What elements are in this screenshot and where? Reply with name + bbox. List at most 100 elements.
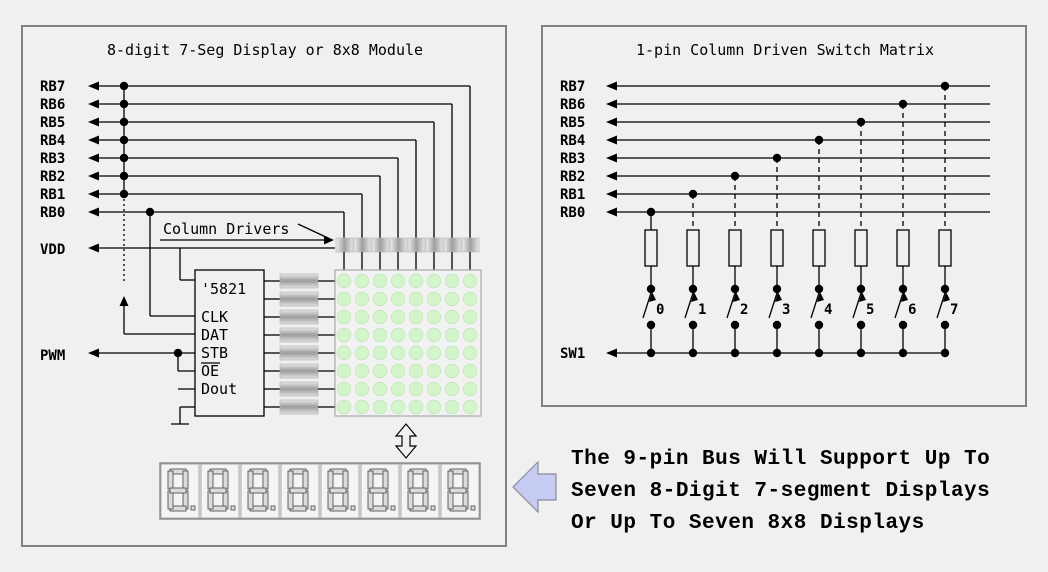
- led-r6-c6: [444, 381, 460, 397]
- resistor-4: [812, 229, 826, 267]
- led-r0-c6: [444, 273, 460, 289]
- switch-lever-7: [936, 292, 946, 319]
- switch-number-3: 3: [782, 302, 790, 318]
- digit-5-segment-1: [382, 470, 389, 490]
- led-r5-c5: [426, 363, 442, 379]
- digit-0-decimal-point: [190, 505, 196, 511]
- left-pin-label-rb0: RB0: [40, 205, 65, 221]
- resistor-2: [728, 229, 742, 267]
- led-r3-c3: [390, 327, 406, 343]
- right-pin-arrow-rb1: [606, 189, 617, 199]
- chip-pin-clk: CLK: [201, 308, 228, 326]
- led-r1-c6: [444, 291, 460, 307]
- switch-matrix-wiring: [606, 81, 990, 358]
- switch-lever-tip-6: [901, 292, 908, 302]
- resistor-3: [770, 229, 784, 267]
- led-r2-c4: [408, 309, 424, 325]
- switch-number-4: 4: [824, 302, 832, 318]
- note-line-1: The 9-pin Bus Will Support Up To: [571, 448, 990, 471]
- digit-5-decimal-point: [390, 505, 396, 511]
- digit-5-segment-4: [367, 490, 374, 510]
- right-pin-label-rb1: RB1: [560, 187, 585, 203]
- right-pin-arrow-rb4: [606, 135, 617, 145]
- right-panel-title: 1-pin Column Driven Switch Matrix: [636, 41, 934, 59]
- column-driver-block-6: [443, 237, 462, 253]
- led-r4-c4: [408, 345, 424, 361]
- switch-lever-2: [726, 292, 736, 319]
- led-r2-c5: [426, 309, 442, 325]
- led-r6-c4: [408, 381, 424, 397]
- column-drivers-pointer: [297, 223, 329, 239]
- digit-0-segment-6: [169, 487, 187, 494]
- switch-number-1: 1: [698, 302, 706, 318]
- row-driver-bar-6: [279, 381, 319, 397]
- pin-arrow-rb5: [88, 117, 99, 127]
- digit-1-decimal-point: [230, 505, 236, 511]
- led-r4-c5: [426, 345, 442, 361]
- left-pin-label-rb7: RB7: [40, 79, 65, 95]
- led-r3-c1: [354, 327, 370, 343]
- led-r3-c4: [408, 327, 424, 343]
- led-r3-c7: [462, 327, 478, 343]
- driver-chip-5821: [194, 269, 265, 417]
- led-r4-c7: [462, 345, 478, 361]
- switch-lever-tip-3: [775, 292, 782, 302]
- right-pin-label-rb6: RB6: [560, 97, 585, 113]
- led-r3-c2: [372, 327, 388, 343]
- led-r1-c2: [372, 291, 388, 307]
- switch-lever-tip-4: [817, 292, 824, 302]
- led-r4-c2: [372, 345, 388, 361]
- digit-7-decimal-point: [470, 505, 476, 511]
- switch-top-contact-2: [730, 284, 740, 294]
- resistor-1: [686, 229, 700, 267]
- digit-5-segment-6: [369, 487, 387, 494]
- digit-3-segment-5: [287, 470, 294, 490]
- digit-1-segment-6: [209, 487, 227, 494]
- left-pin-label-rb3: RB3: [40, 151, 65, 167]
- led-r0-c1: [354, 273, 370, 289]
- digit-1-segment-5: [207, 470, 214, 490]
- digit-2-segment-6: [249, 487, 267, 494]
- sw1-arrow: [606, 348, 617, 358]
- pin-arrow-rb4: [88, 135, 99, 145]
- led-r1-c5: [426, 291, 442, 307]
- led-r2-c2: [372, 309, 388, 325]
- switch-top-contact-5: [856, 284, 866, 294]
- pin-arrow-rb0: [88, 207, 99, 217]
- led-r7-c1: [354, 399, 370, 415]
- led-r2-c1: [354, 309, 370, 325]
- switch-top-contact-4: [814, 284, 824, 294]
- column-driver-block-0: [335, 237, 354, 253]
- chip-pin-dout: Dout: [201, 380, 237, 398]
- column-driver-block-4: [407, 237, 426, 253]
- digit-7-segment-6: [449, 487, 467, 494]
- led-r0-c7: [462, 273, 478, 289]
- led-r4-c1: [354, 345, 370, 361]
- led-r0-c5: [426, 273, 442, 289]
- pin-arrow-rb3: [88, 153, 99, 163]
- switch-number-7: 7: [950, 302, 958, 318]
- led-r3-c5: [426, 327, 442, 343]
- led-r6-c0: [336, 381, 352, 397]
- right-pin-label-rb2: RB2: [560, 169, 585, 185]
- led-r7-c3: [390, 399, 406, 415]
- switch-top-contact-7: [940, 284, 950, 294]
- switch-lever-6: [894, 292, 904, 319]
- digit-2-decimal-point: [270, 505, 276, 511]
- left-pin-label-rb6: RB6: [40, 97, 65, 113]
- digit-0-segment-5: [167, 470, 174, 490]
- led-r2-c3: [390, 309, 406, 325]
- resistor-5: [854, 229, 868, 267]
- switch-lever-1: [684, 292, 694, 319]
- digit-5-segment-5: [367, 470, 374, 490]
- led-r0-c0: [336, 273, 352, 289]
- led-r4-c0: [336, 345, 352, 361]
- led-r5-c6: [444, 363, 460, 379]
- right-pin-arrow-rb2: [606, 171, 617, 181]
- led-r3-c0: [336, 327, 352, 343]
- switch-number-0: 0: [656, 302, 664, 318]
- column-driver-block-3: [389, 237, 408, 253]
- led-r2-c7: [462, 309, 478, 325]
